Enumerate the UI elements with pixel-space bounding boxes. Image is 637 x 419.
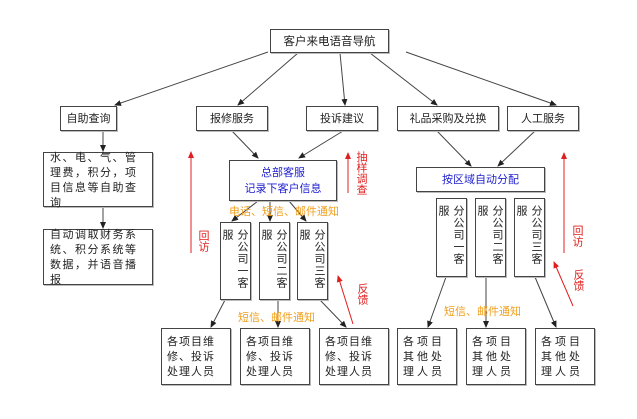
arrow-root-complaint [339, 52, 348, 106]
category-repair: 报修服务 [196, 106, 268, 131]
revisit-label-left: 回访 [197, 230, 210, 252]
handler-left-1: 各项目维修、投诉处理人员 [161, 328, 231, 385]
handler-text: 各项目其他处理人员 [541, 335, 583, 378]
hq-line2: 记录下客户信息 [244, 181, 322, 195]
handler-left-3: 各项目维修、投诉处理人员 [319, 328, 389, 385]
arrow-complaint-to-hq [298, 130, 344, 159]
handler-text: 各项目维修、投诉处理人员 [325, 335, 373, 378]
hq-service-box: 总部客服 记录下客户信息 [229, 160, 337, 201]
category-label: 投诉建议 [320, 112, 364, 125]
sampling-survey-label: 抽样调查 [355, 151, 368, 195]
handler-right-3: 各项目其他处理人员 [535, 328, 595, 385]
revisit-label-right: 回访 [571, 225, 584, 247]
arrow-root-manual [405, 51, 557, 106]
category-complaint: 投诉建议 [306, 106, 378, 131]
arrow-hq-to-branch-1 [231, 200, 259, 222]
arrow-root-self-query [114, 51, 269, 106]
notify-sms-email-left-label: 短信、邮件通知 [238, 311, 315, 324]
arrow-root-gift [369, 52, 438, 106]
arrow-hq-to-branch-3 [288, 200, 307, 222]
arrow-branch-3-to-handler-3 [319, 299, 347, 328]
arrow-manual-to-dispatch [497, 130, 536, 167]
branch-left-3: 分公司三客服 [297, 222, 328, 300]
category-manual: 人工服务 [507, 106, 579, 131]
category-label: 报修服务 [210, 112, 254, 125]
branch-label: 分公司三客服 [298, 229, 326, 289]
hq-line1: 总部客服 [261, 165, 305, 179]
arrow-gift-to-dispatch [436, 130, 472, 167]
handler-right-1: 各项目其他处理人员 [397, 328, 457, 385]
category-self-query: 自助查询 [60, 106, 117, 131]
feedback-label-left: 反馈 [356, 283, 369, 305]
root-node: 客户来电语音导航 [270, 29, 389, 53]
area-dispatch-box: 按区域自动分配 [416, 167, 545, 192]
arrow-rbranch-3-to-rhandler-3 [534, 276, 557, 328]
arrow-branch-1-to-handler-1 [210, 299, 226, 328]
feedback-arrow-right [553, 261, 574, 307]
notify-phone-sms-email-label: 电话、短信、邮件通知 [229, 205, 339, 218]
self-query-detail-text: 水、电、气、管理费，积分，项目信息等自助查询 [50, 150, 138, 209]
notify-sms-email-right-label: 短信、邮件通知 [444, 305, 521, 318]
handler-text: 各项目维修、投诉处理人员 [167, 335, 215, 378]
branch-label: 分公司一客服 [221, 229, 249, 289]
branch-right-1: 分公司一客服 [436, 198, 467, 277]
arrow-root-repair [237, 52, 299, 106]
branch-label: 分公司一客服 [437, 205, 465, 265]
handler-right-2: 各项目其他处理人员 [466, 328, 526, 385]
feedback-label-right: 反馈 [572, 269, 585, 291]
auto-broadcast-text: 自动调取财务系统、积分系统等数据，并语音播报 [50, 228, 138, 286]
arrow-rbranch-1-to-rhandler-1 [427, 276, 447, 328]
branch-left-1: 分公司一客服 [220, 222, 251, 300]
category-label: 礼品采购及兑换 [409, 112, 487, 125]
arrow-repair-to-hq [231, 130, 259, 159]
auto-broadcast-box: 自动调取财务系统、积分系统等数据，并语音播报 [43, 228, 153, 286]
category-gift: 礼品采购及兑换 [397, 106, 499, 131]
branch-label: 分公司二客服 [260, 229, 288, 289]
category-label: 自助查询 [66, 112, 111, 125]
branch-left-2: 分公司二客服 [259, 222, 290, 300]
handler-left-2: 各项目维修、投诉处理人员 [240, 328, 310, 385]
feedback-arrow-left [336, 275, 354, 325]
handler-text: 各项目其他处理人员 [403, 335, 445, 378]
self-query-detail-box: 水、电、气、管理费，积分，项目信息等自助查询 [43, 150, 153, 209]
area-dispatch-label: 按区域自动分配 [442, 173, 519, 186]
category-label: 人工服务 [521, 112, 565, 125]
handler-text: 各项目维修、投诉处理人员 [246, 335, 294, 378]
branch-right-3: 分公司三客服 [514, 198, 545, 277]
root-label: 客户来电语音导航 [283, 33, 376, 48]
handler-text: 各项目其他处理人员 [472, 335, 514, 378]
branch-label: 分公司二客服 [476, 205, 504, 265]
branch-right-2: 分公司二客服 [475, 198, 506, 277]
branch-label: 分公司三客服 [515, 205, 543, 265]
